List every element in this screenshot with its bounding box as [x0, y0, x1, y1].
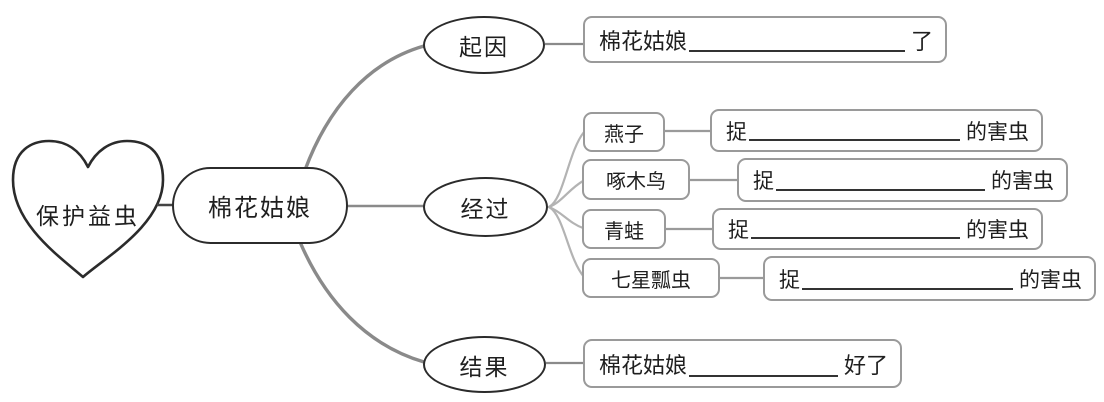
topic-label: 棉花姑娘	[208, 194, 312, 222]
cause-box-suffix: 了	[910, 29, 933, 55]
frog-box-suffix: 的害虫	[966, 218, 1029, 242]
branch-result-label: 结果	[459, 354, 510, 381]
heart-shape	[11, 139, 165, 279]
swallow-box-prefix: 捉	[726, 119, 747, 144]
ladybug-blank-line	[802, 288, 1013, 290]
branch-process-label: 经过	[460, 197, 511, 223]
result-answer-box: 棉花姑娘 好了	[583, 339, 902, 388]
item-ladybug-label: 七星瓢虫	[611, 267, 691, 292]
branch-process-node: 经过	[423, 177, 548, 237]
edge-process-ladybug	[547, 205, 586, 279]
item-woodpecker-node: 啄木鸟	[582, 159, 690, 200]
ladybug-box-prefix: 捉	[779, 267, 800, 292]
ladybug-box-suffix: 的害虫	[1019, 267, 1082, 292]
swallow-answer-box: 捉 的害虫	[710, 109, 1043, 152]
branch-cause-label: 起因	[459, 35, 509, 61]
cause-box-prefix: 棉花姑娘	[599, 29, 688, 55]
item-woodpecker-label: 啄木鸟	[606, 169, 666, 193]
woodpecker-box-prefix: 捉	[753, 169, 774, 193]
cause-blank-line	[689, 50, 905, 52]
branch-cause-node: 起因	[423, 16, 545, 74]
item-frog-label: 青蛙	[604, 218, 644, 243]
item-frog-node: 青蛙	[582, 209, 666, 249]
edge-topic-result	[298, 240, 426, 364]
swallow-blank-line	[749, 139, 960, 141]
item-swallow-label: 燕子	[604, 121, 644, 146]
woodpecker-answer-box: 捉 的害虫	[737, 158, 1068, 202]
branch-result-node: 结果	[423, 336, 546, 393]
frog-box-prefix: 捉	[728, 218, 749, 242]
root-label: 保护益虫	[36, 204, 140, 230]
ladybug-answer-box: 捉 的害虫	[763, 256, 1096, 301]
result-blank-line	[689, 375, 838, 377]
cause-answer-box: 棉花姑娘 了	[583, 16, 947, 63]
woodpecker-blank-line	[776, 189, 985, 191]
result-box-prefix: 棉花姑娘	[599, 353, 688, 379]
woodpecker-box-suffix: 的害虫	[991, 169, 1054, 193]
item-ladybug-node: 七星瓢虫	[582, 258, 720, 298]
swallow-box-suffix: 的害虫	[966, 119, 1029, 144]
edge-topic-cause	[303, 44, 426, 172]
edge-process-swallow	[547, 130, 586, 209]
frog-blank-line	[751, 237, 960, 239]
result-box-suffix: 好了	[843, 353, 888, 379]
frog-answer-box: 捉 的害虫	[712, 208, 1043, 250]
topic-node: 棉花姑娘	[172, 167, 348, 244]
edge-process-woodpecker	[547, 179, 585, 209]
item-swallow-node: 燕子	[583, 112, 665, 152]
